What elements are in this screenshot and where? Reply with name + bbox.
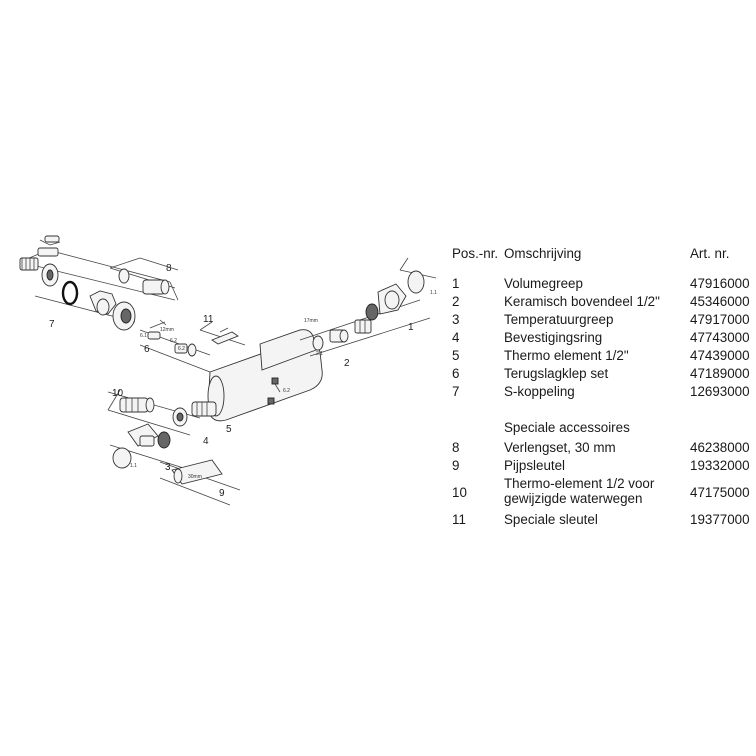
callout-6: 6	[144, 344, 150, 355]
volume-handle-group	[299, 257, 437, 357]
table-row: 9 Pijpsleutel 19332000	[452, 458, 750, 473]
header-pos: Pos.-nr.	[452, 246, 499, 261]
callout-9: 9	[219, 488, 225, 499]
table-row: 8 Verlengset, 30 mm 46238000	[452, 440, 750, 455]
table-row: 1 Volumegreep 47916000	[452, 276, 750, 291]
dimension-30mm: 30mm	[188, 474, 202, 480]
sub-callout-6-2c: 6.2	[283, 388, 290, 394]
table-row: 5 Thermo element 1/2" 47439000	[452, 348, 750, 363]
callout-11: 11	[203, 314, 214, 325]
special-key-group	[199, 321, 246, 346]
header-art: Art. nr.	[690, 246, 730, 261]
table-row: 10 Thermo-element 1/2 voor gewijzigde wa…	[452, 476, 750, 506]
callout-3: 3	[165, 462, 171, 473]
table-row: 3 Temperatuurgreep 47917000	[452, 312, 750, 327]
sub-callout-6-2a: 6.2	[170, 338, 177, 344]
callout-8: 8	[166, 263, 172, 274]
check-valve-group	[139, 319, 211, 373]
sub-callout-1-1a: 1.1	[430, 290, 437, 296]
header-desc: Omschrijving	[504, 246, 582, 261]
callouts: 8 7 6 11 2 1 10 5 4 3 9 6.1 6.2 6.2 2.1 …	[49, 263, 437, 499]
table-row: 6 Terugslagklep set 47189000	[452, 366, 750, 381]
table-row: 2 Keramisch bovendeel 1/2" 45346000	[452, 294, 750, 309]
sub-callout-2-1: 2.1	[316, 351, 323, 357]
callout-4: 4	[203, 436, 209, 447]
table-row: 11 Speciale sleutel 19377000	[452, 512, 750, 527]
dimension-12mm: 12mm	[160, 327, 174, 333]
callout-10: 10	[112, 388, 124, 399]
sub-callout-6-1: 6.1	[140, 333, 147, 339]
valve-body	[207, 329, 323, 422]
callout-7: 7	[49, 319, 55, 330]
callout-5: 5	[226, 424, 232, 435]
accessories-heading: Speciale accessoires	[504, 420, 630, 435]
sub-callout-6-2b: 6.2	[178, 346, 185, 352]
dimension-17mm: 17mm	[304, 318, 318, 324]
s-coupling-group	[19, 235, 179, 331]
table-row: 7 S-koppeling 12693000	[452, 384, 750, 399]
thermo-element-group	[107, 389, 241, 506]
callout-2: 2	[344, 358, 350, 369]
table-header: Pos.-nr. Omschrijving Art. nr.	[452, 246, 756, 264]
sub-callout-1-1b: 1.1	[130, 463, 137, 469]
callout-1: 1	[408, 322, 414, 333]
table-row: 4 Bevestigingsring 47743000	[452, 330, 750, 345]
